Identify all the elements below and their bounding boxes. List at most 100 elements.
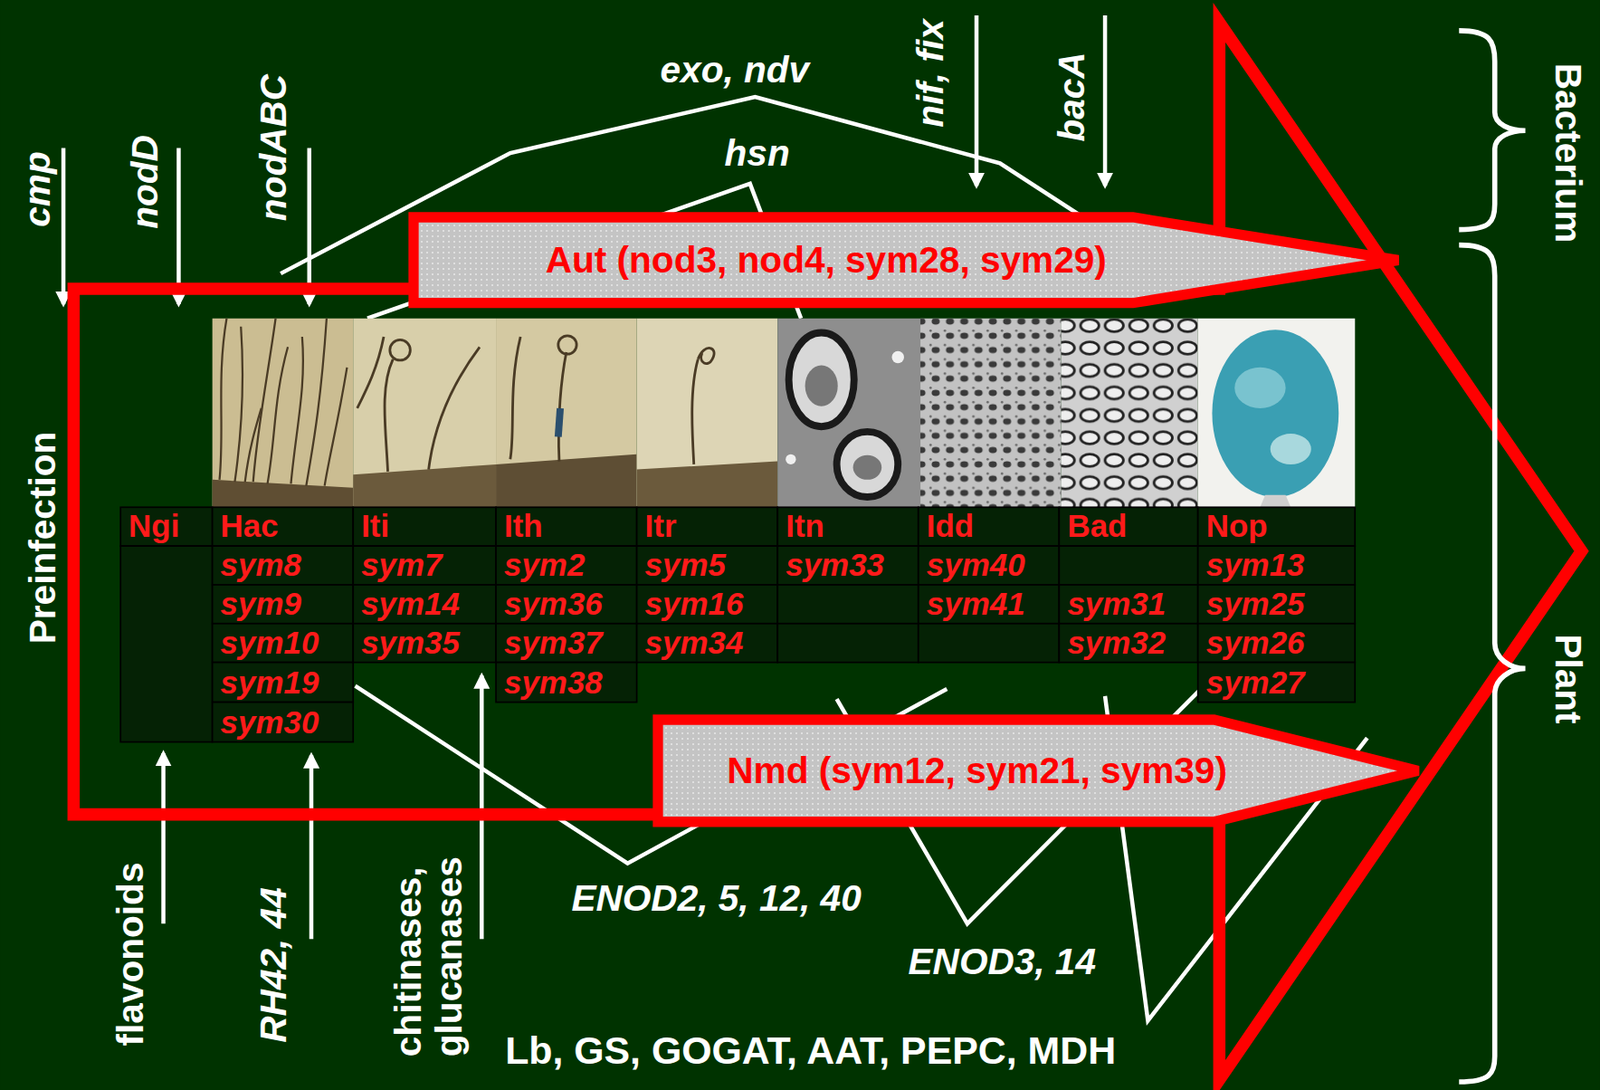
micrograph-hac-part-part: [305, 318, 327, 486]
gene-arrows-part: [176, 147, 181, 304]
table-cell-frame: [1198, 545, 1356, 585]
gene-label: nodD: [124, 134, 166, 229]
table-header: Ith: [504, 506, 543, 546]
enzyme-label: Lb, GS, GOGAT, AAT, PEPC, MDH: [504, 1029, 1116, 1073]
micrograph-idd-part: [920, 318, 1062, 508]
micrograph-itr-part-part: [692, 359, 699, 465]
table-cell: sym2: [504, 545, 585, 585]
table-cell: sym14: [361, 584, 460, 624]
micrograph-itr-part: [637, 461, 779, 508]
side-label: Preinfection: [22, 431, 64, 645]
table-cell-frame: [212, 623, 354, 663]
table-cell-frame: [352, 584, 496, 624]
table-cell-frame: [777, 623, 919, 663]
micrograph-hac-part: [212, 479, 354, 507]
table-cell-frame: [1198, 623, 1356, 663]
micrograph-itr-part: [637, 318, 779, 508]
gene-arrows-part: [161, 752, 166, 924]
table-cell: sym34: [645, 623, 744, 663]
micrograph-ith-part-part: [558, 352, 566, 462]
table-cell: sym33: [785, 545, 885, 585]
plant-factor-label: chitinases, glucanases: [388, 837, 469, 1057]
side-label: Bacterium: [1548, 63, 1590, 243]
table-cell-frame: [637, 506, 779, 546]
micrograph-hac-part-part: [219, 318, 228, 480]
micrograph-bad-part: [1061, 318, 1199, 508]
micrograph-itn-part: [891, 351, 905, 364]
micrograph-iti-part: [352, 464, 496, 507]
table-cell: sym9: [220, 584, 302, 624]
micrograph-hac-part-part: [234, 326, 243, 482]
table-cell-frame: [1058, 545, 1198, 585]
table-cell-frame: [352, 623, 496, 663]
table-header: Iti: [361, 506, 390, 546]
gene-arrows-part: [306, 147, 312, 304]
gene-arrows-part: [479, 675, 485, 939]
table-header: Idd: [926, 506, 974, 546]
table-cell: sym36: [504, 584, 603, 624]
micrograph-itr-part: [692, 347, 715, 464]
micrograph-itn-part: [789, 333, 855, 428]
band-label: Nmd (sym12, sym21, sym39): [726, 719, 1228, 822]
micrograph-bad: [1061, 318, 1199, 508]
braces-part: [1458, 30, 1525, 230]
micrograph-iti-part-part: [384, 359, 393, 472]
micrograph-hac: [212, 318, 354, 508]
micrograph-hac-part: [212, 318, 354, 508]
micrograph-ith-part-part: [510, 336, 521, 459]
table-cell: sym37: [504, 623, 603, 663]
micrograph-iti-part-part: [390, 339, 411, 361]
table-cell-frame: [1198, 662, 1356, 703]
plant-factor-label: flavonoids: [110, 862, 152, 1047]
table-cell-frame: [495, 662, 638, 703]
micrograph-itn: [777, 318, 921, 508]
micrograph-iti-part: [357, 336, 480, 472]
micrograph-itn-part: [837, 431, 899, 497]
table-cell-frame: [918, 506, 1060, 546]
micrograph-hac-part-part: [324, 367, 348, 486]
band-shape: [657, 719, 1419, 822]
table-cell: sym7: [361, 545, 442, 585]
table-cell-frame: [212, 545, 354, 585]
gene-label: bacA: [1051, 51, 1093, 142]
table-cell: sym10: [220, 623, 320, 663]
micrograph-ith-part: [495, 454, 638, 508]
table-cell-frame: [495, 584, 638, 624]
table-cell: sym30: [220, 702, 320, 743]
micrograph-nop-part: [1198, 318, 1356, 508]
gene-label: nodABC: [253, 74, 295, 221]
micrograph-idd-part: [920, 318, 1062, 508]
table-cell: sym8: [220, 545, 302, 585]
gene-label: ENOD3, 14: [908, 941, 1097, 982]
gene-arrows-part: [61, 147, 67, 304]
micrograph-nop-part: [1211, 329, 1339, 497]
process-arrow: [73, 22, 1581, 1080]
micrograph-itr-part-part: [697, 347, 715, 363]
micrograph-hac-part-part: [290, 336, 303, 484]
table-cell-frame: [212, 584, 354, 624]
table-cell-frame: [918, 623, 1060, 663]
gene-label: exo, ndv: [660, 48, 810, 90]
micrograph-hac-part-part: [245, 408, 262, 482]
table-cell-frame: [637, 545, 779, 585]
table-cell: sym26: [1206, 623, 1305, 663]
table-cell-frame: [495, 545, 638, 585]
table-cell: sym19: [220, 662, 320, 703]
table-cell-frame: [777, 584, 919, 624]
gene-label: nif, fix: [910, 19, 952, 127]
table-cell: sym16: [645, 584, 744, 624]
table-cell-frame: [1198, 584, 1356, 624]
micrograph-idd: [920, 318, 1062, 508]
table-cell: sym35: [361, 623, 460, 663]
micrograph-itn-part: [853, 455, 883, 480]
table-cell: sym31: [1066, 584, 1166, 624]
table-header: Ngi: [128, 506, 180, 546]
micrograph-nop-part: [1270, 433, 1312, 465]
stage-band-arrow: Nmd (sym12, sym21, sym39): [657, 719, 1419, 822]
table-cell-frame: [352, 545, 496, 585]
gene-label: cmp: [16, 151, 58, 227]
table-header: Itr: [645, 506, 677, 546]
table-cell-frame: [637, 584, 779, 624]
table-cell-frame: [777, 506, 919, 546]
